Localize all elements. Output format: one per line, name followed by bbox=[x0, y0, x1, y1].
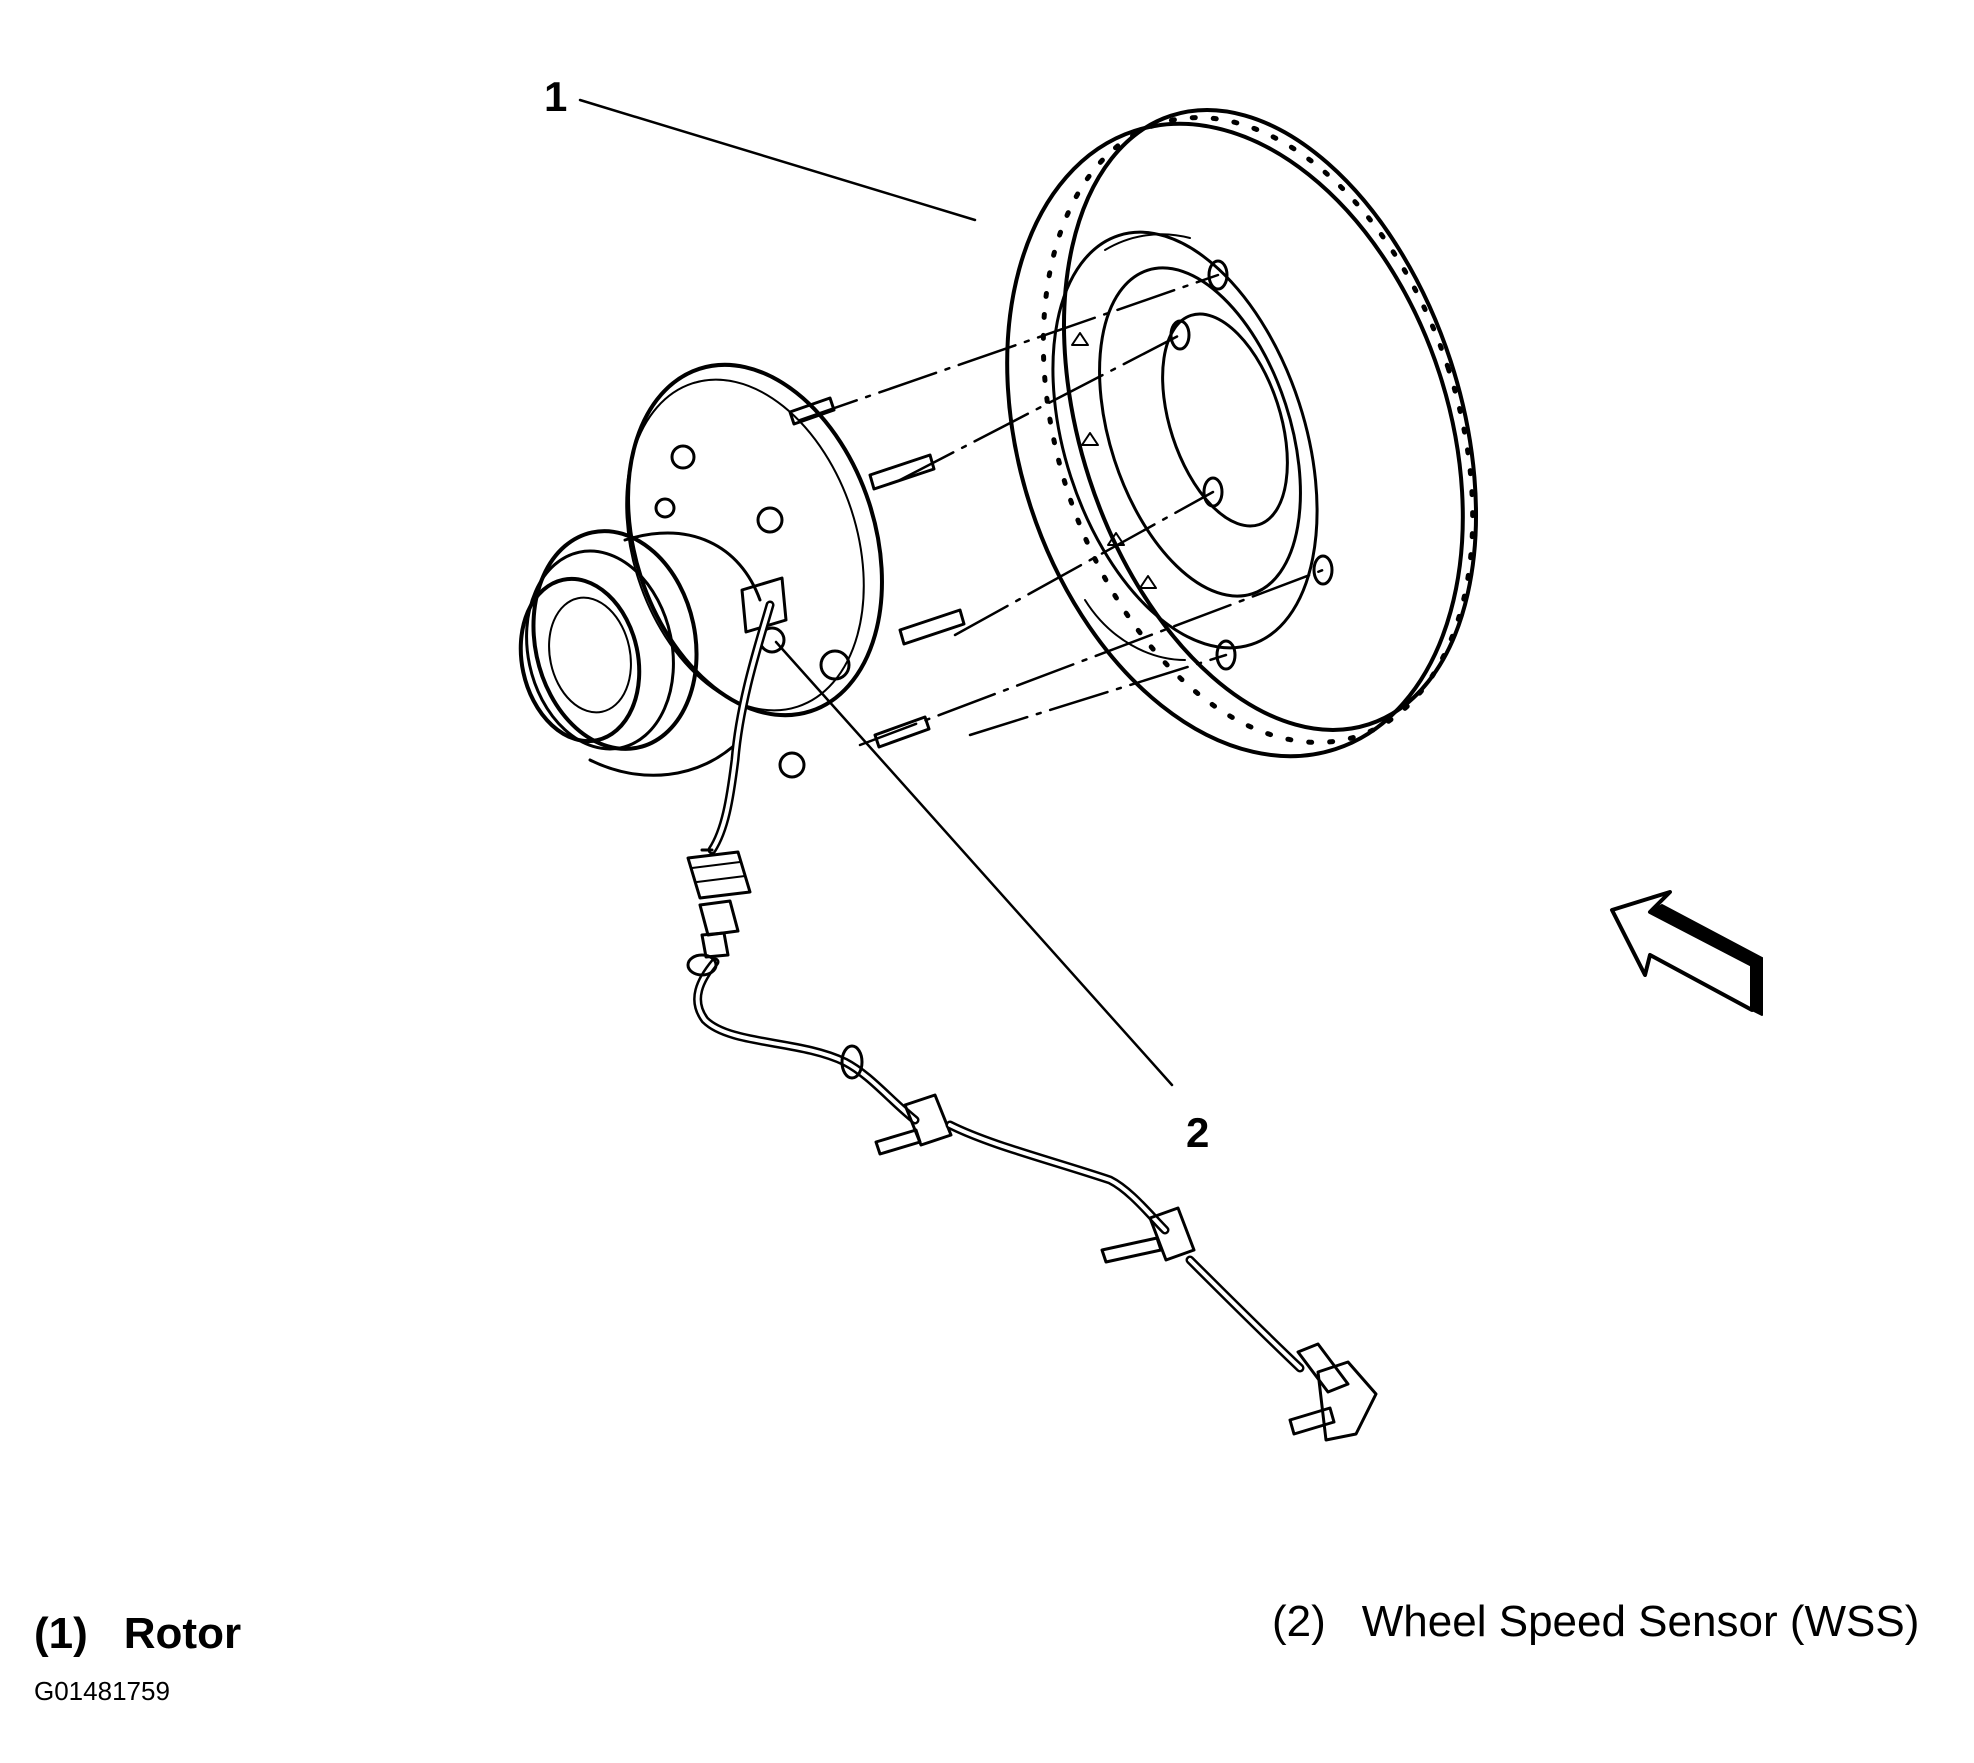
legend-number: (2) bbox=[1272, 1597, 1326, 1646]
callout-1: 1 bbox=[544, 73, 568, 120]
view-direction-arrow bbox=[1610, 890, 1763, 1016]
legend-label: Rotor bbox=[123, 1609, 242, 1658]
hub-assembly bbox=[518, 362, 966, 779]
legend-number: (1) bbox=[34, 1609, 88, 1658]
callout-1-leader bbox=[578, 98, 977, 222]
legend-item-rotor: (1) Rotor bbox=[34, 1612, 241, 1656]
rotor bbox=[1005, 108, 1478, 759]
legend-item-wheel-speed-sensor: (2) Wheel Speed Sensor (WSS) bbox=[1272, 1600, 1919, 1644]
legend-label: Wheel Speed Sensor (WSS) bbox=[1361, 1597, 1920, 1646]
wheel-speed-sensor bbox=[686, 600, 1378, 1442]
alignment-lines bbox=[798, 273, 1325, 747]
callout-2: 2 bbox=[1186, 1109, 1210, 1156]
figure-id: G01481759 bbox=[34, 1676, 170, 1706]
callout-2-leader bbox=[774, 640, 1174, 1087]
